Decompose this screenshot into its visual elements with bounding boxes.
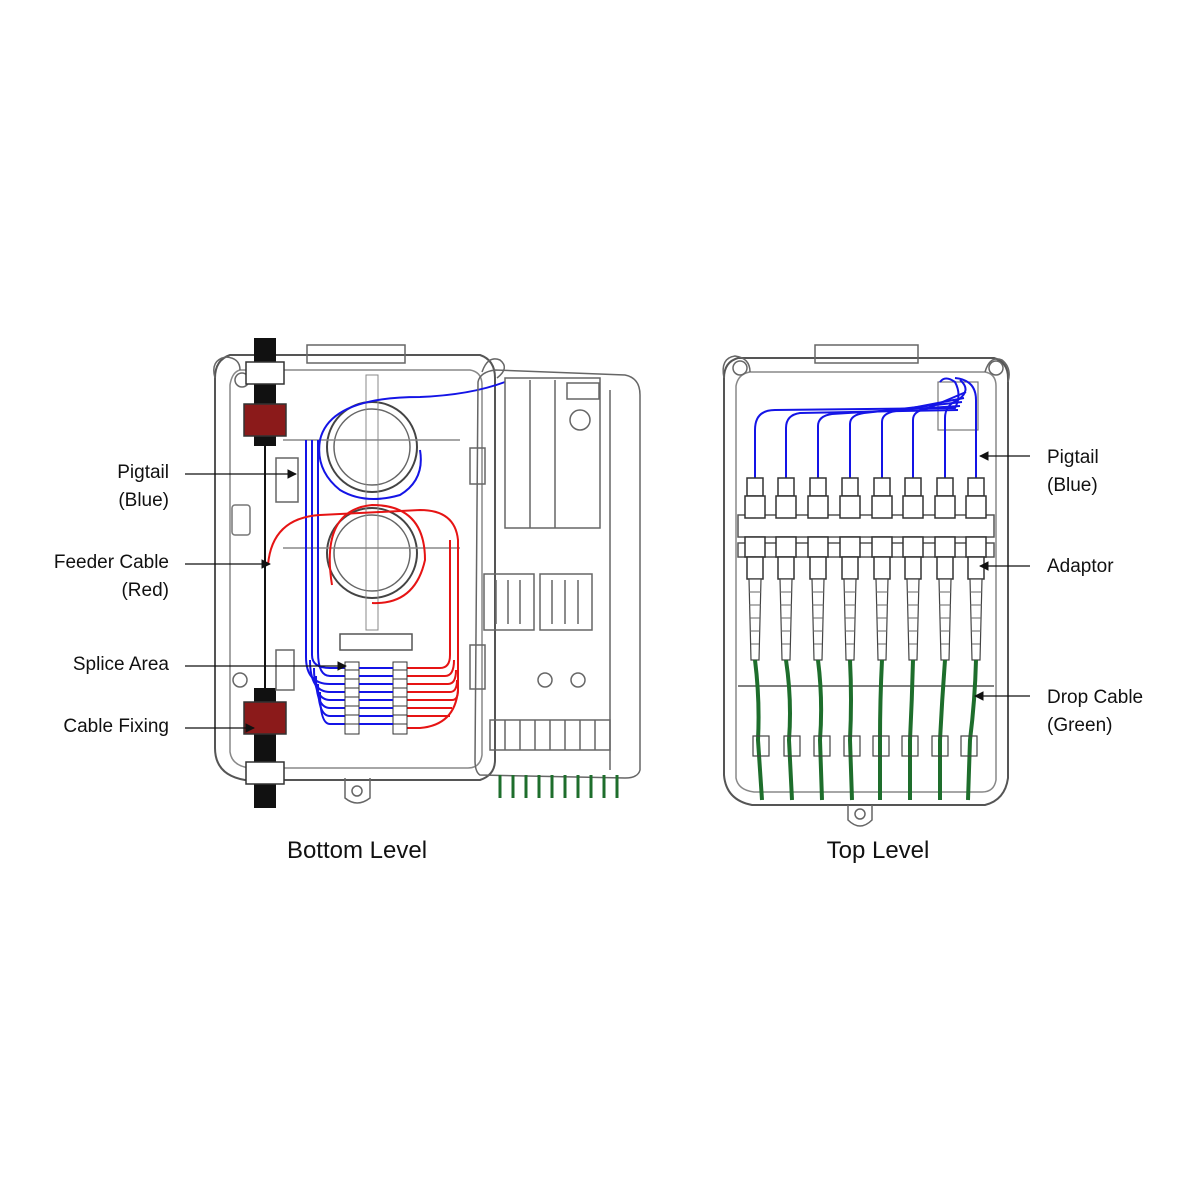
top-pigtails xyxy=(754,377,977,478)
label-pigtail-line2: (Blue) xyxy=(118,490,169,511)
drum-post xyxy=(365,374,379,631)
cable-fixing-top xyxy=(243,403,287,437)
bottom-ear-left xyxy=(213,356,241,379)
bottom-left-slot xyxy=(231,504,251,536)
lower-drum-outer xyxy=(326,507,418,599)
top-mount-hole xyxy=(847,805,873,827)
top-ear-left xyxy=(722,355,751,379)
label-feeder-line1: Feeder Cable xyxy=(54,552,169,573)
splice-sleeve-lines xyxy=(359,667,393,725)
top-screw-tr xyxy=(988,360,1004,376)
bottom-mount-hole-ring xyxy=(351,785,363,797)
lower-drum-inner xyxy=(333,514,411,592)
label-splice: Splice Area xyxy=(73,654,170,675)
label-fixing: Cable Fixing xyxy=(63,716,169,737)
upper-drum-outer xyxy=(326,401,418,493)
bottom-top-tab xyxy=(306,344,406,364)
bottom-drop-stubs xyxy=(498,775,619,798)
top-connector-boots xyxy=(748,578,983,661)
top-enclosure-body xyxy=(723,357,1009,806)
top-top-tab xyxy=(814,344,919,364)
label-top-pigtail-line1: Pigtail xyxy=(1047,447,1099,468)
bottom-screw-bl xyxy=(232,672,248,688)
bottom-pigtail-routing xyxy=(305,381,506,725)
caption-top-level: Top Level xyxy=(827,837,930,864)
label-pigtail-line1: Pigtail xyxy=(117,462,169,483)
label-drop-line1: Drop Cable xyxy=(1047,687,1143,708)
top-ear-right xyxy=(984,358,1010,383)
label-top-pigtail-line2: (Blue) xyxy=(1047,475,1098,496)
upper-drum-inner xyxy=(333,408,411,486)
bottom-mount-hole xyxy=(344,778,371,804)
top-routing-channel xyxy=(937,381,979,431)
splice-area xyxy=(344,661,408,735)
cable-clamp-bottom xyxy=(245,761,285,785)
top-connector-stack xyxy=(744,477,987,580)
bottom-level-diagram: Pigtail (Blue) Feeder Cable (Red) Splice… xyxy=(54,338,641,864)
bottom-ear-right xyxy=(481,358,506,379)
label-drop-line2: (Green) xyxy=(1047,715,1112,736)
bottom-opened-lid xyxy=(469,369,641,779)
splice-hook xyxy=(275,649,295,691)
top-drop-clamps xyxy=(752,735,978,757)
bottom-feeder-routing xyxy=(267,503,459,729)
top-mount-hole-ring xyxy=(854,808,866,820)
label-adaptor: Adaptor xyxy=(1047,556,1114,577)
top-screw-tl xyxy=(732,360,748,376)
top-drop-cables xyxy=(753,659,978,801)
cable-clamp-top xyxy=(245,361,285,385)
bottom-enclosure-body xyxy=(214,354,496,781)
caption-bottom-level: Bottom Level xyxy=(287,837,427,864)
adaptor-rail-lower xyxy=(737,542,995,558)
pigtail-hook xyxy=(275,457,299,503)
top-level-diagram: Pigtail (Blue) Adaptor Drop Cable (Green… xyxy=(722,344,1143,864)
top-boot-ribs xyxy=(749,591,982,645)
top-enclosure-inner xyxy=(735,371,997,793)
cable-fixing-bottom xyxy=(243,701,287,735)
label-feeder-line2: (Red) xyxy=(121,580,169,601)
tray-bar xyxy=(339,633,413,651)
adaptor-rail xyxy=(737,514,995,538)
